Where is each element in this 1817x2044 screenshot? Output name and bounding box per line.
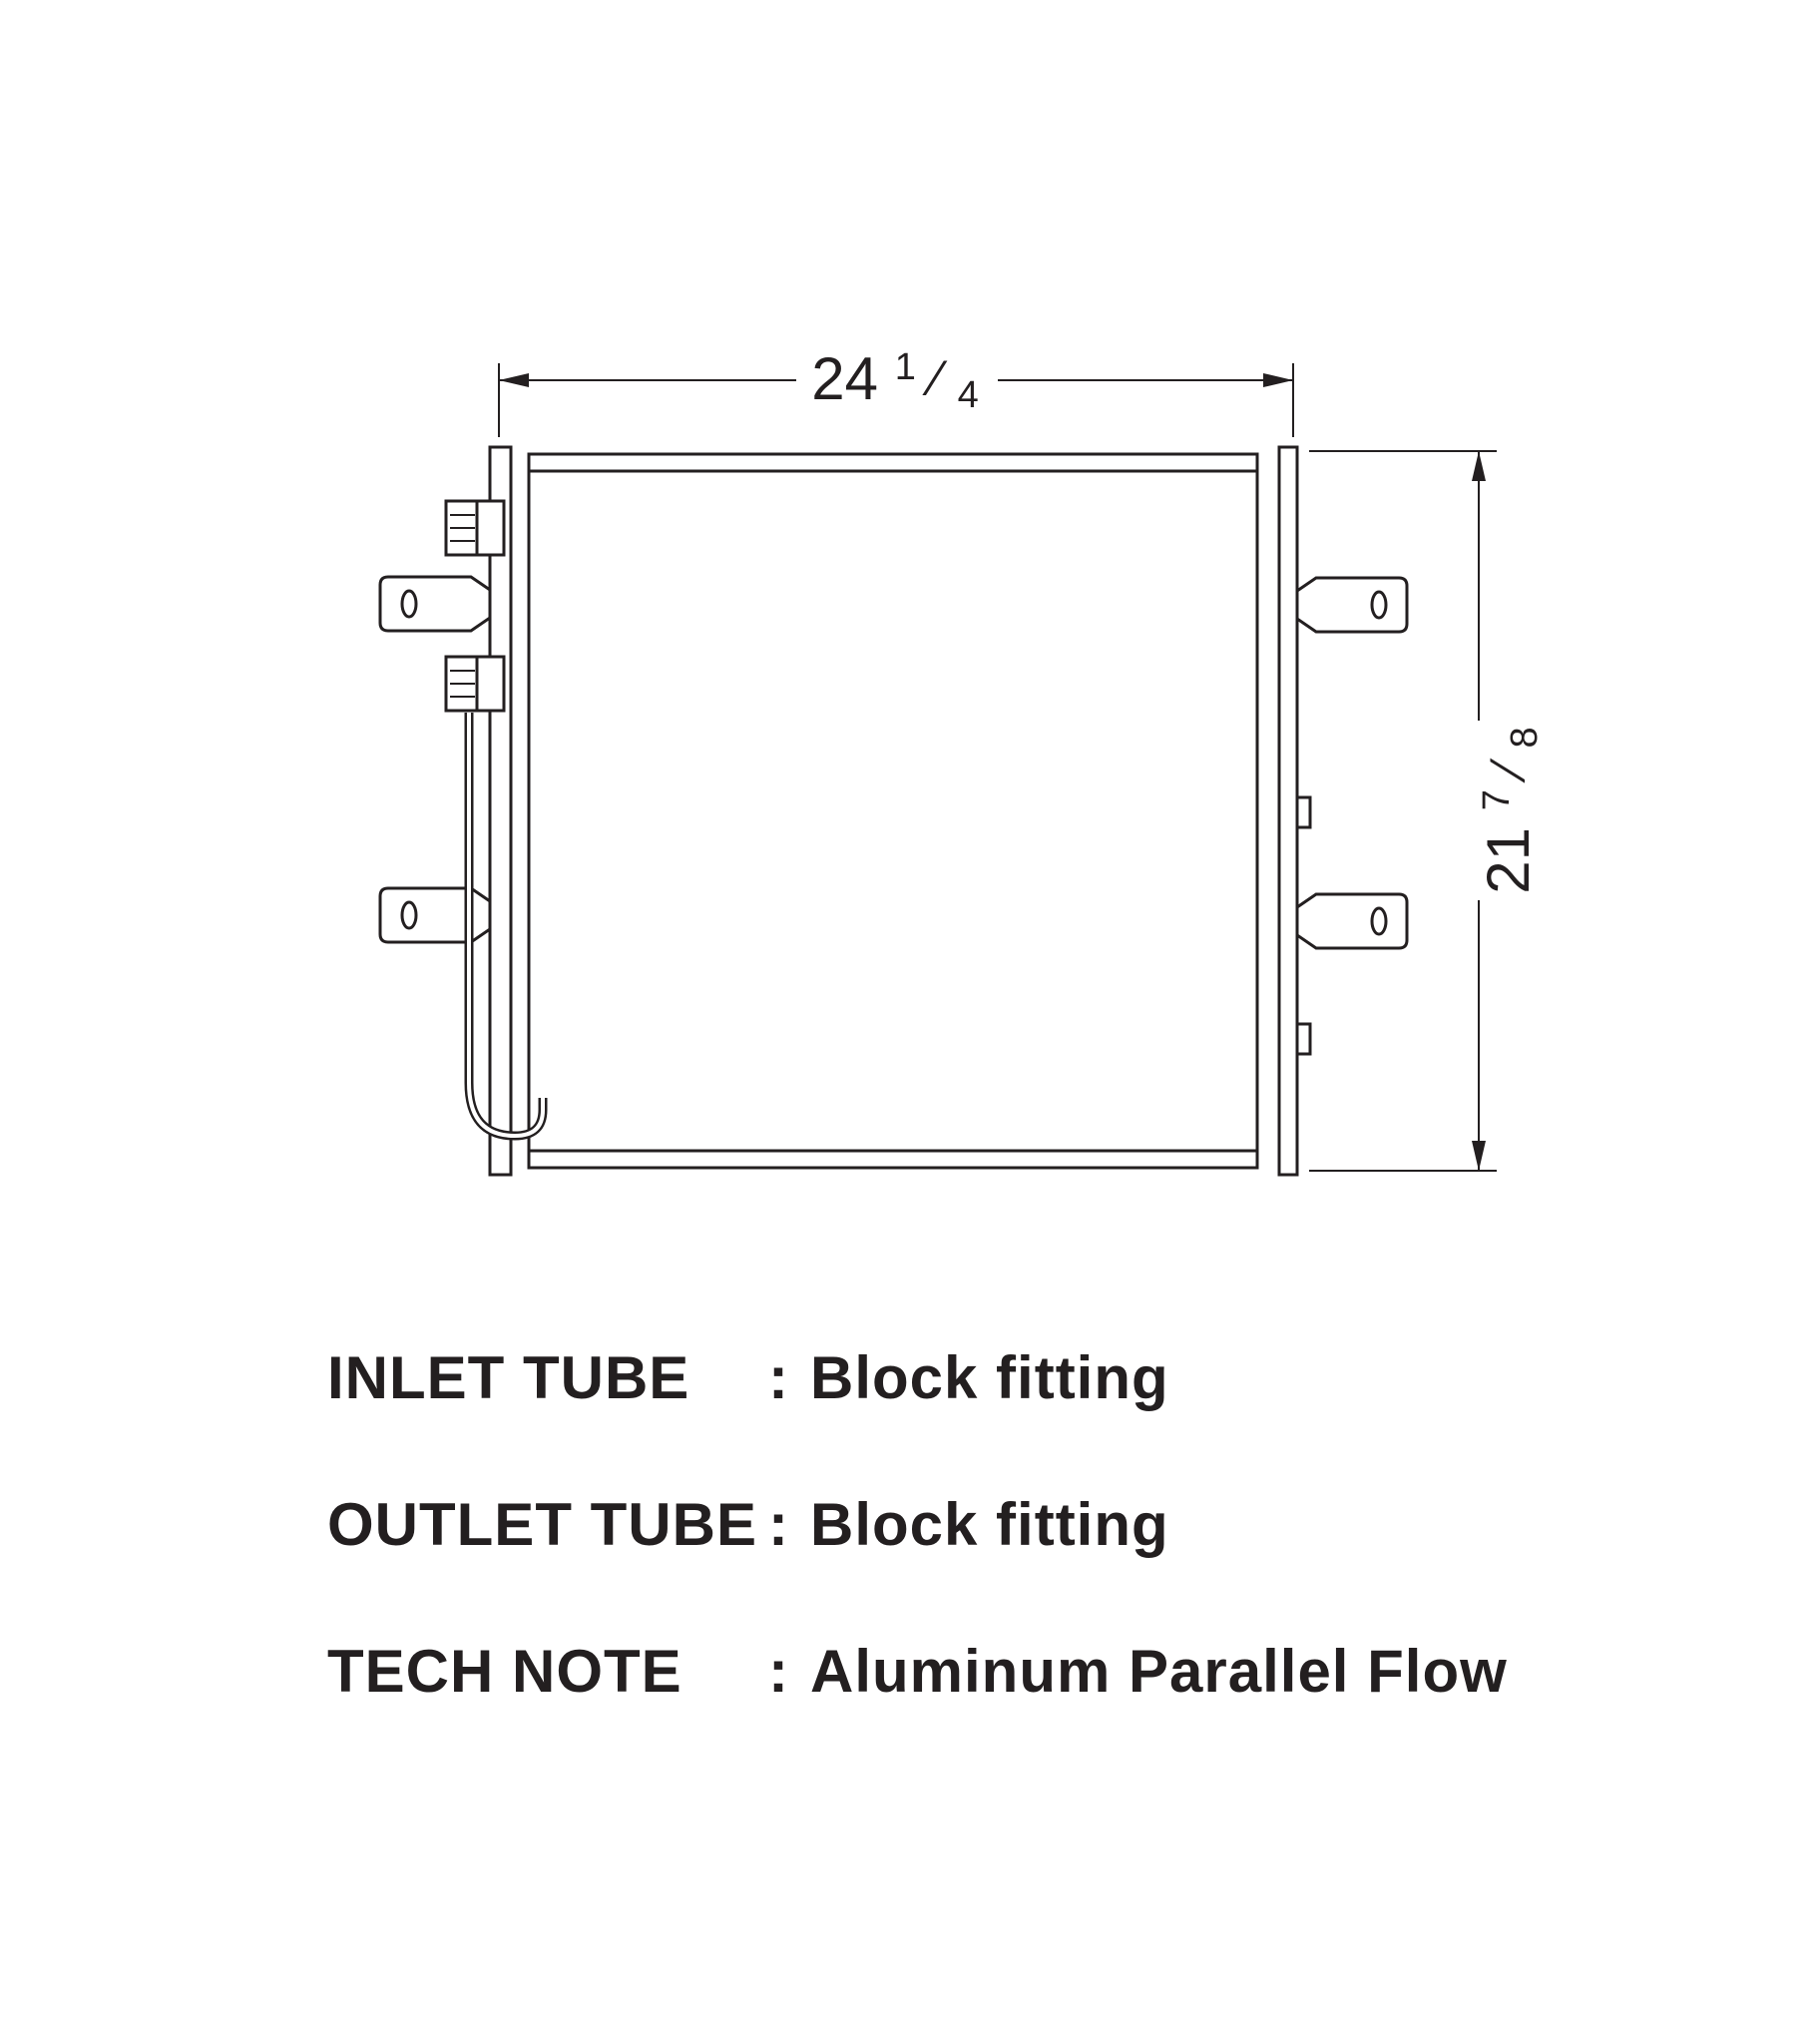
- width-arrow-right: [1263, 373, 1293, 387]
- spec-row-tech-note: TECH NOTE : Aluminum Parallel Flow: [327, 1637, 1508, 1706]
- left-bracket-lower: [378, 886, 492, 944]
- height-dimension: [1309, 450, 1497, 1172]
- right-bracket-upper: [1295, 576, 1409, 634]
- height-arrow-top: [1472, 451, 1486, 481]
- height-numerator: 7: [1476, 789, 1518, 810]
- right-bracket-lower-hole: [1370, 906, 1388, 936]
- side-tube: [464, 713, 548, 1141]
- width-denominator: 4: [958, 374, 979, 416]
- width-arrow-left: [499, 373, 529, 387]
- spec-value-inlet-tube: Block fitting: [810, 1344, 1169, 1411]
- outlet-fitting-hatch: [450, 670, 475, 698]
- left-bracket-upper-hole: [400, 589, 418, 619]
- outlet-block-fitting: [444, 655, 506, 713]
- left-bracket-upper: [378, 575, 492, 633]
- right-bracket-upper-hole: [1370, 590, 1388, 620]
- width-dimension-label: 24 1 ⁄ 4: [811, 325, 978, 416]
- width-whole: 24: [811, 345, 878, 412]
- right-plate-tab-upper: [1295, 795, 1312, 829]
- right-bracket-lower: [1295, 892, 1409, 950]
- height-fraction-slash: ⁄: [1480, 758, 1536, 783]
- height-arrow-bottom: [1472, 1141, 1486, 1171]
- spec-colon: :: [768, 1491, 789, 1558]
- height-whole: 21: [1475, 827, 1542, 894]
- right-side-plate: [1277, 445, 1299, 1177]
- spec-colon: :: [768, 1344, 789, 1411]
- spec-label-tech-note: TECH NOTE: [327, 1638, 682, 1705]
- spec-label-outlet-tube: OUTLET TUBE: [327, 1491, 757, 1558]
- condenser-core: [527, 452, 1259, 1170]
- left-side-plate: [488, 445, 513, 1177]
- spec-colon: :: [768, 1638, 789, 1705]
- height-dimension-label: 21 7 ⁄ 8: [1455, 727, 1546, 893]
- condenser-assembly: [378, 445, 1409, 1177]
- spec-value-tech-note: Aluminum Parallel Flow: [810, 1638, 1508, 1705]
- spec-row-inlet-tube: INLET TUBE : Block fitting: [327, 1343, 1508, 1412]
- spec-value-outlet-tube: Block fitting: [810, 1491, 1169, 1558]
- inlet-block-fitting: [444, 499, 506, 557]
- inlet-fitting-hatch: [450, 514, 475, 542]
- height-denominator: 8: [1504, 727, 1546, 748]
- left-bracket-lower-hole: [400, 900, 418, 930]
- spec-label-inlet-tube: INLET TUBE: [327, 1344, 690, 1411]
- spec-list: INLET TUBE : Block fitting OUTLET TUBE :…: [327, 1343, 1508, 1784]
- spec-row-outlet-tube: OUTLET TUBE : Block fitting: [327, 1490, 1508, 1559]
- width-dimension: [498, 363, 1294, 437]
- width-numerator: 1: [895, 346, 916, 388]
- width-fraction-slash: ⁄: [922, 350, 948, 406]
- right-plate-tab-lower: [1295, 1022, 1312, 1056]
